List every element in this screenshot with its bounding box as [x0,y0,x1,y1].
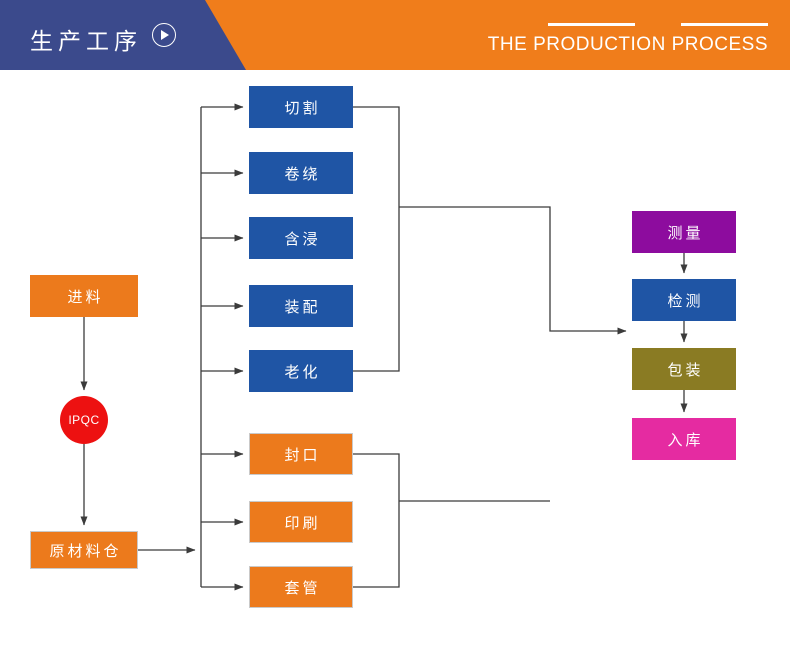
page-subtitle: THE PRODUCTION PROCESS [487,34,768,55]
node-cutting[interactable]: 切割 [249,86,353,128]
play-circle-icon [152,23,176,47]
node-ipqc-label: IPQC [68,413,100,427]
node-packaging-label: 包装 [667,361,704,379]
node-assembly-label: 装配 [284,298,321,316]
node-sealing-label: 封口 [284,446,321,464]
node-inspection-label: 检测 [667,292,704,310]
node-inspection[interactable]: 检测 [632,279,736,321]
node-impregnation[interactable]: 含浸 [249,217,353,259]
page-title: 生产工序 [30,28,142,54]
node-packaging[interactable]: 包装 [632,348,736,390]
node-printing-label: 印刷 [284,514,321,532]
header-rule-right [681,23,768,26]
node-aging-label: 老化 [284,363,321,381]
node-feed-label: 进料 [67,288,104,306]
node-raw-material-warehouse-label: 原材料仓 [49,542,122,560]
node-stock-in-label: 入库 [667,431,704,449]
node-impregnation-label: 含浸 [284,230,321,248]
header-left-block [0,0,246,70]
node-stock-in[interactable]: 入库 [632,418,736,460]
node-feed[interactable]: 进料 [30,275,138,317]
page-header: 生产工序 THE PRODUCTION PROCESS [0,0,790,70]
node-measurement[interactable]: 测量 [632,211,736,253]
node-printing[interactable]: 印刷 [249,501,353,543]
node-winding[interactable]: 卷绕 [249,152,353,194]
node-sleeving[interactable]: 套管 [249,566,353,608]
node-aging[interactable]: 老化 [249,350,353,392]
node-sealing[interactable]: 封口 [249,433,353,475]
node-assembly[interactable]: 装配 [249,285,353,327]
node-ipqc[interactable]: IPQC [60,396,108,444]
node-measurement-label: 测量 [667,224,704,242]
node-winding-label: 卷绕 [284,165,321,183]
header-rule-left [548,23,635,26]
node-sleeving-label: 套管 [284,579,321,597]
node-raw-material-warehouse[interactable]: 原材料仓 [30,531,138,569]
node-cutting-label: 切割 [284,99,321,117]
